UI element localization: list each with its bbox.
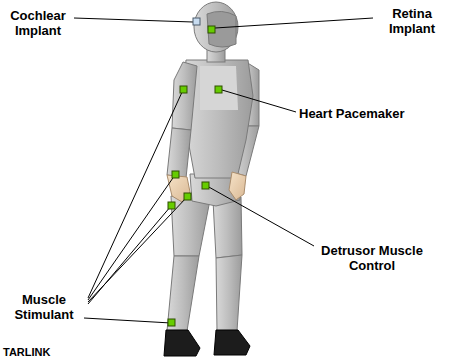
part-label: Heart Pacemaker bbox=[299, 106, 405, 121]
implant-markers bbox=[168, 18, 222, 326]
face-plate bbox=[207, 11, 236, 47]
implant-marker bbox=[168, 202, 175, 209]
watermark: TARLINK bbox=[3, 345, 50, 360]
shin bbox=[216, 255, 242, 331]
upper-arm bbox=[172, 62, 197, 130]
hand bbox=[167, 175, 190, 202]
implant-marker bbox=[180, 86, 187, 93]
implant-marker bbox=[184, 193, 191, 200]
hand bbox=[229, 172, 246, 200]
part-label: Detrusor Muscle Control bbox=[316, 243, 428, 273]
implant-marker bbox=[215, 86, 222, 93]
hands bbox=[167, 172, 246, 202]
implant-marker bbox=[193, 18, 200, 25]
leader-line bbox=[207, 186, 314, 246]
shoe bbox=[214, 330, 250, 355]
shoes bbox=[164, 330, 250, 356]
leader-line bbox=[84, 318, 171, 323]
leader-line bbox=[88, 206, 171, 304]
leader-line bbox=[74, 18, 193, 22]
leader-line bbox=[88, 175, 175, 300]
thigh bbox=[171, 196, 210, 256]
leader-line bbox=[88, 90, 183, 298]
part-label: Cochlear Implant bbox=[4, 8, 72, 38]
implant-marker bbox=[208, 26, 215, 33]
part-label: Retina Implant bbox=[376, 6, 448, 36]
implant-marker bbox=[202, 182, 209, 189]
implant-marker bbox=[168, 319, 175, 326]
humanoid-figure bbox=[167, 2, 259, 331]
leader-line bbox=[215, 18, 373, 28]
leader-line bbox=[222, 90, 296, 112]
chest-highlight bbox=[200, 66, 238, 110]
forearm bbox=[167, 128, 191, 178]
shin bbox=[167, 256, 199, 331]
implant-marker bbox=[172, 171, 179, 178]
part-label: Muscle Stimulant bbox=[3, 292, 85, 322]
leader-lines bbox=[74, 18, 373, 323]
shoe bbox=[164, 330, 200, 356]
